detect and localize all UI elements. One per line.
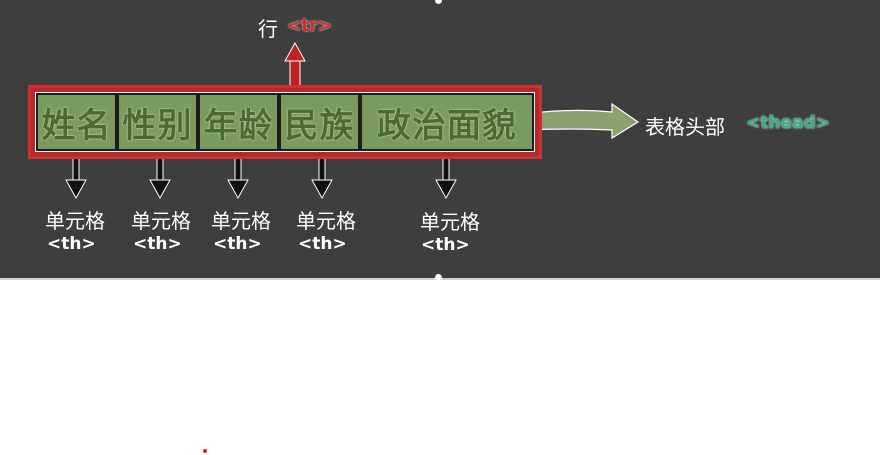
cell-caption-5: 单元格 — [420, 210, 480, 234]
header-cell-gender: 性别 — [117, 93, 198, 151]
cell-arrow-5 — [435, 142, 457, 200]
cell-tag-1: <th> — [47, 234, 96, 254]
row-label: 行 — [258, 17, 278, 41]
cell-arrow-4 — [311, 142, 333, 200]
header-cell-name: 姓名 — [36, 93, 117, 151]
cell-caption-4: 单元格 — [296, 209, 356, 233]
header-row: 姓名 性别 年龄 民族 政治面貌 — [35, 92, 535, 152]
header-cell-ethnicity: 民族 — [279, 93, 360, 151]
cell-tag-5: <th> — [421, 235, 470, 255]
row-tag: <tr> — [287, 16, 332, 36]
header-cell-age: 年龄 — [198, 93, 279, 151]
cell-tag-2: <th> — [133, 234, 182, 254]
cell-caption-2: 单元格 — [131, 209, 191, 233]
cell-caption-3: 单元格 — [211, 209, 271, 233]
header-cell-political-status: 政治面貌 — [360, 93, 534, 151]
selection-handle-top[interactable] — [435, 0, 442, 4]
red-dot — [203, 449, 207, 453]
cell-tag-4: <th> — [298, 234, 347, 254]
row-arrow — [284, 41, 306, 87]
thead-arrow — [524, 102, 640, 140]
cell-arrow-3 — [227, 142, 249, 200]
thead-label: 表格头部 — [645, 115, 725, 139]
selection-handle-bottom[interactable] — [435, 274, 442, 281]
cell-tag-3: <th> — [213, 234, 262, 254]
thead-tag: <thead> — [746, 113, 830, 133]
cell-caption-1: 单元格 — [45, 209, 105, 233]
